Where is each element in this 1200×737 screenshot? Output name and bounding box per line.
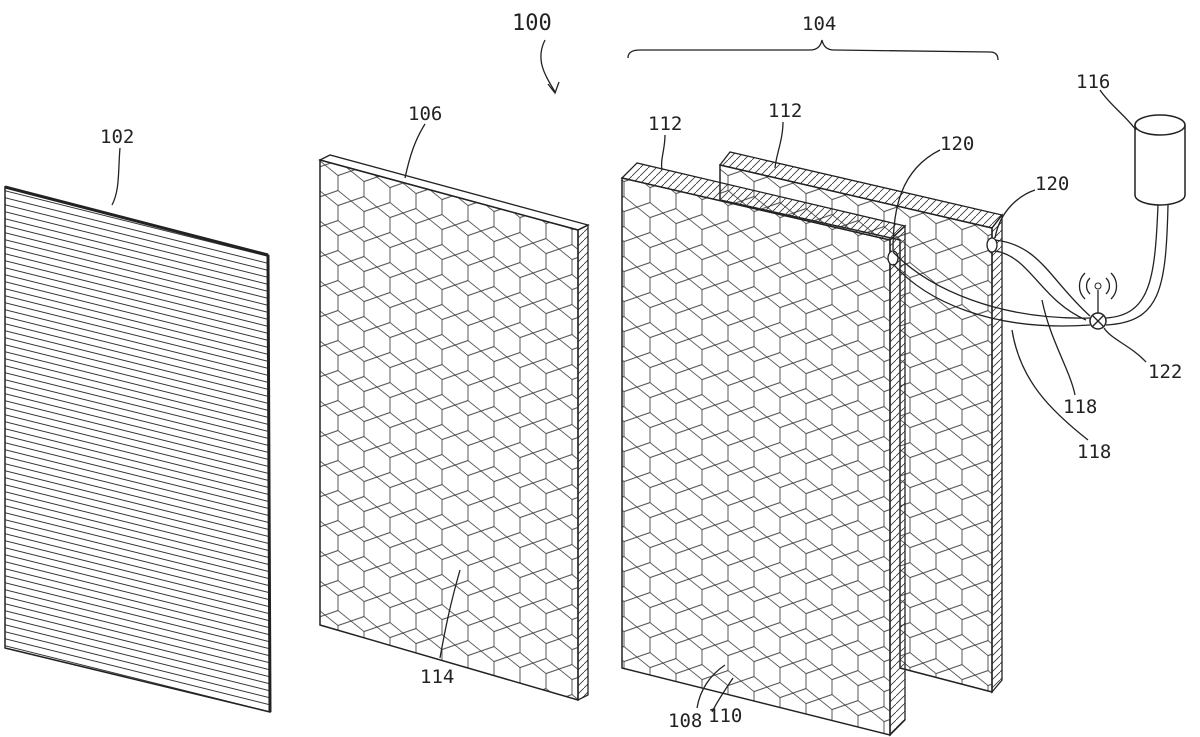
label-108: 108 (668, 710, 702, 732)
reservoir-116 (1134, 114, 1186, 206)
label-112-front: 112 (648, 113, 682, 135)
leader-lines (111, 39, 1147, 713)
label-106: 106 (408, 103, 442, 125)
label-118-a: 118 (1063, 396, 1097, 418)
label-120-front: 120 (940, 133, 974, 155)
tubes-118 (892, 204, 1169, 327)
label-114: 114 (420, 666, 454, 688)
filter-panel-102 (4, 185, 272, 713)
port-front (887, 250, 899, 266)
label-102: 102 (100, 126, 134, 148)
valve-122 (1078, 272, 1118, 330)
label-116: 116 (1076, 71, 1110, 93)
label-112-back: 112 (768, 100, 802, 122)
port-back (986, 237, 998, 253)
label-120-back: 120 (1035, 173, 1069, 195)
label-100: 100 (512, 11, 552, 36)
active-panel-front-112 (620, 162, 907, 737)
active-panel-back-112 (718, 151, 1004, 694)
label-122: 122 (1148, 361, 1182, 383)
label-104: 104 (802, 13, 836, 35)
honeycomb-panel-106 (318, 154, 590, 702)
wireless-signal-icon (1078, 272, 1118, 300)
label-110: 110 (708, 705, 742, 727)
label-118-b: 118 (1077, 441, 1111, 463)
